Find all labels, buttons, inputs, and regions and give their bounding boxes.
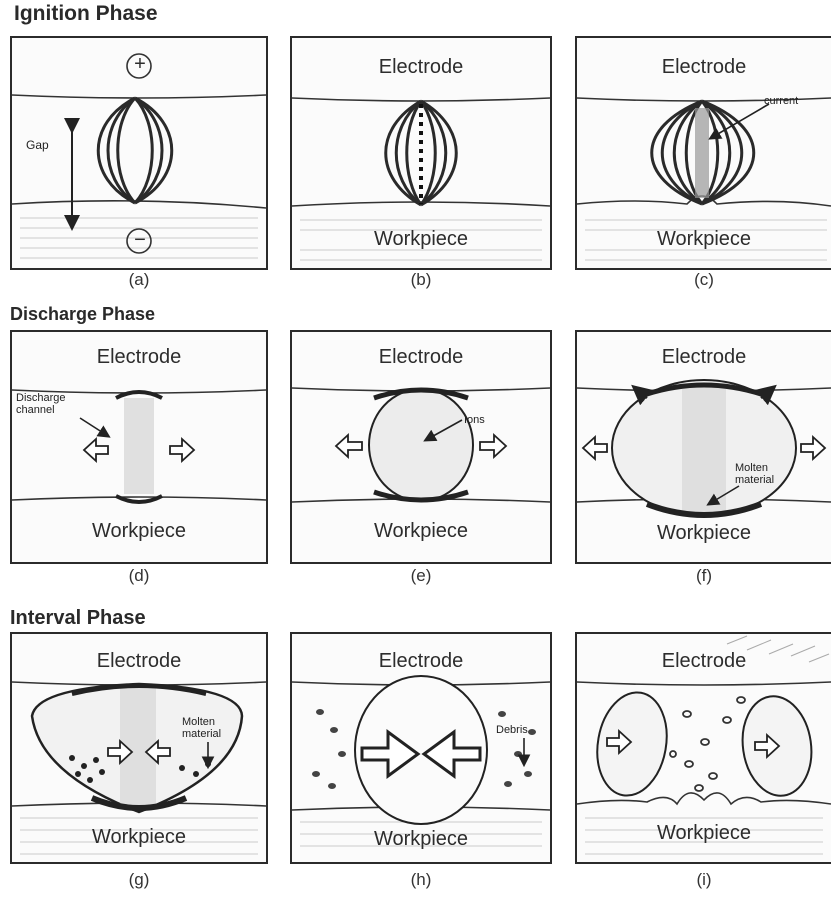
electrode-label: Electrode bbox=[577, 56, 831, 79]
molten-material-label: Molten material bbox=[182, 716, 234, 740]
gap-label: Gap bbox=[26, 139, 49, 151]
electrode-label: Electrode bbox=[292, 346, 550, 369]
electrode-label: Electrode bbox=[292, 650, 550, 673]
panel-d: Electrode Workpiece Discharge channel bbox=[10, 330, 268, 564]
caption-i: (i) bbox=[669, 870, 739, 890]
current-label: current bbox=[764, 95, 798, 107]
discharge-channel-label: Discharge channel bbox=[16, 392, 86, 416]
caption-a: (a) bbox=[104, 270, 174, 290]
caption-e: (e) bbox=[386, 566, 456, 586]
ignition-phase-title: Ignition Phase bbox=[14, 2, 158, 26]
workpiece-label: Workpiece bbox=[292, 228, 550, 251]
molten-material-label: Molten material bbox=[735, 462, 787, 486]
electrode-label: Electrode bbox=[577, 650, 831, 673]
caption-f: (f) bbox=[669, 566, 739, 586]
workpiece-label: Workpiece bbox=[292, 520, 550, 543]
caption-g: (g) bbox=[104, 870, 174, 890]
workpiece-label: Workpiece bbox=[292, 828, 550, 851]
panel-c: Electrode Workpiece current bbox=[575, 36, 831, 270]
panel-g: Electrode Workpiece Molten material bbox=[10, 632, 268, 864]
workpiece-label: Workpiece bbox=[12, 826, 266, 849]
ions-label: Ions bbox=[464, 414, 485, 426]
panel-f: Electrode Workpiece Molten material bbox=[575, 330, 831, 564]
debris-label: Debris bbox=[496, 724, 528, 736]
caption-c: (c) bbox=[669, 270, 739, 290]
panel-a: + − Gap bbox=[10, 36, 268, 270]
discharge-phase-title: Discharge Phase bbox=[10, 304, 155, 325]
caption-d: (d) bbox=[104, 566, 174, 586]
panel-e: Electrode Workpiece Ions bbox=[290, 330, 552, 564]
positive-sign: + bbox=[126, 53, 154, 76]
electrode-label: Electrode bbox=[12, 346, 266, 369]
electrode-label: Electrode bbox=[577, 346, 831, 369]
panel-i: Electrode Workpiece bbox=[575, 632, 831, 864]
electrode-label: Electrode bbox=[292, 56, 550, 79]
workpiece-label: Workpiece bbox=[577, 522, 831, 545]
workpiece-label: Workpiece bbox=[577, 822, 831, 845]
caption-h: (h) bbox=[386, 870, 456, 890]
electrode-label: Electrode bbox=[12, 650, 266, 673]
caption-b: (b) bbox=[386, 270, 456, 290]
workpiece-label: Workpiece bbox=[577, 228, 831, 251]
panel-h: Electrode Workpiece Debris bbox=[290, 632, 552, 864]
workpiece-label: Workpiece bbox=[12, 520, 266, 543]
panel-b: Electrode Workpiece bbox=[290, 36, 552, 270]
negative-sign: − bbox=[126, 229, 154, 252]
interval-phase-title: Interval Phase bbox=[10, 607, 146, 630]
